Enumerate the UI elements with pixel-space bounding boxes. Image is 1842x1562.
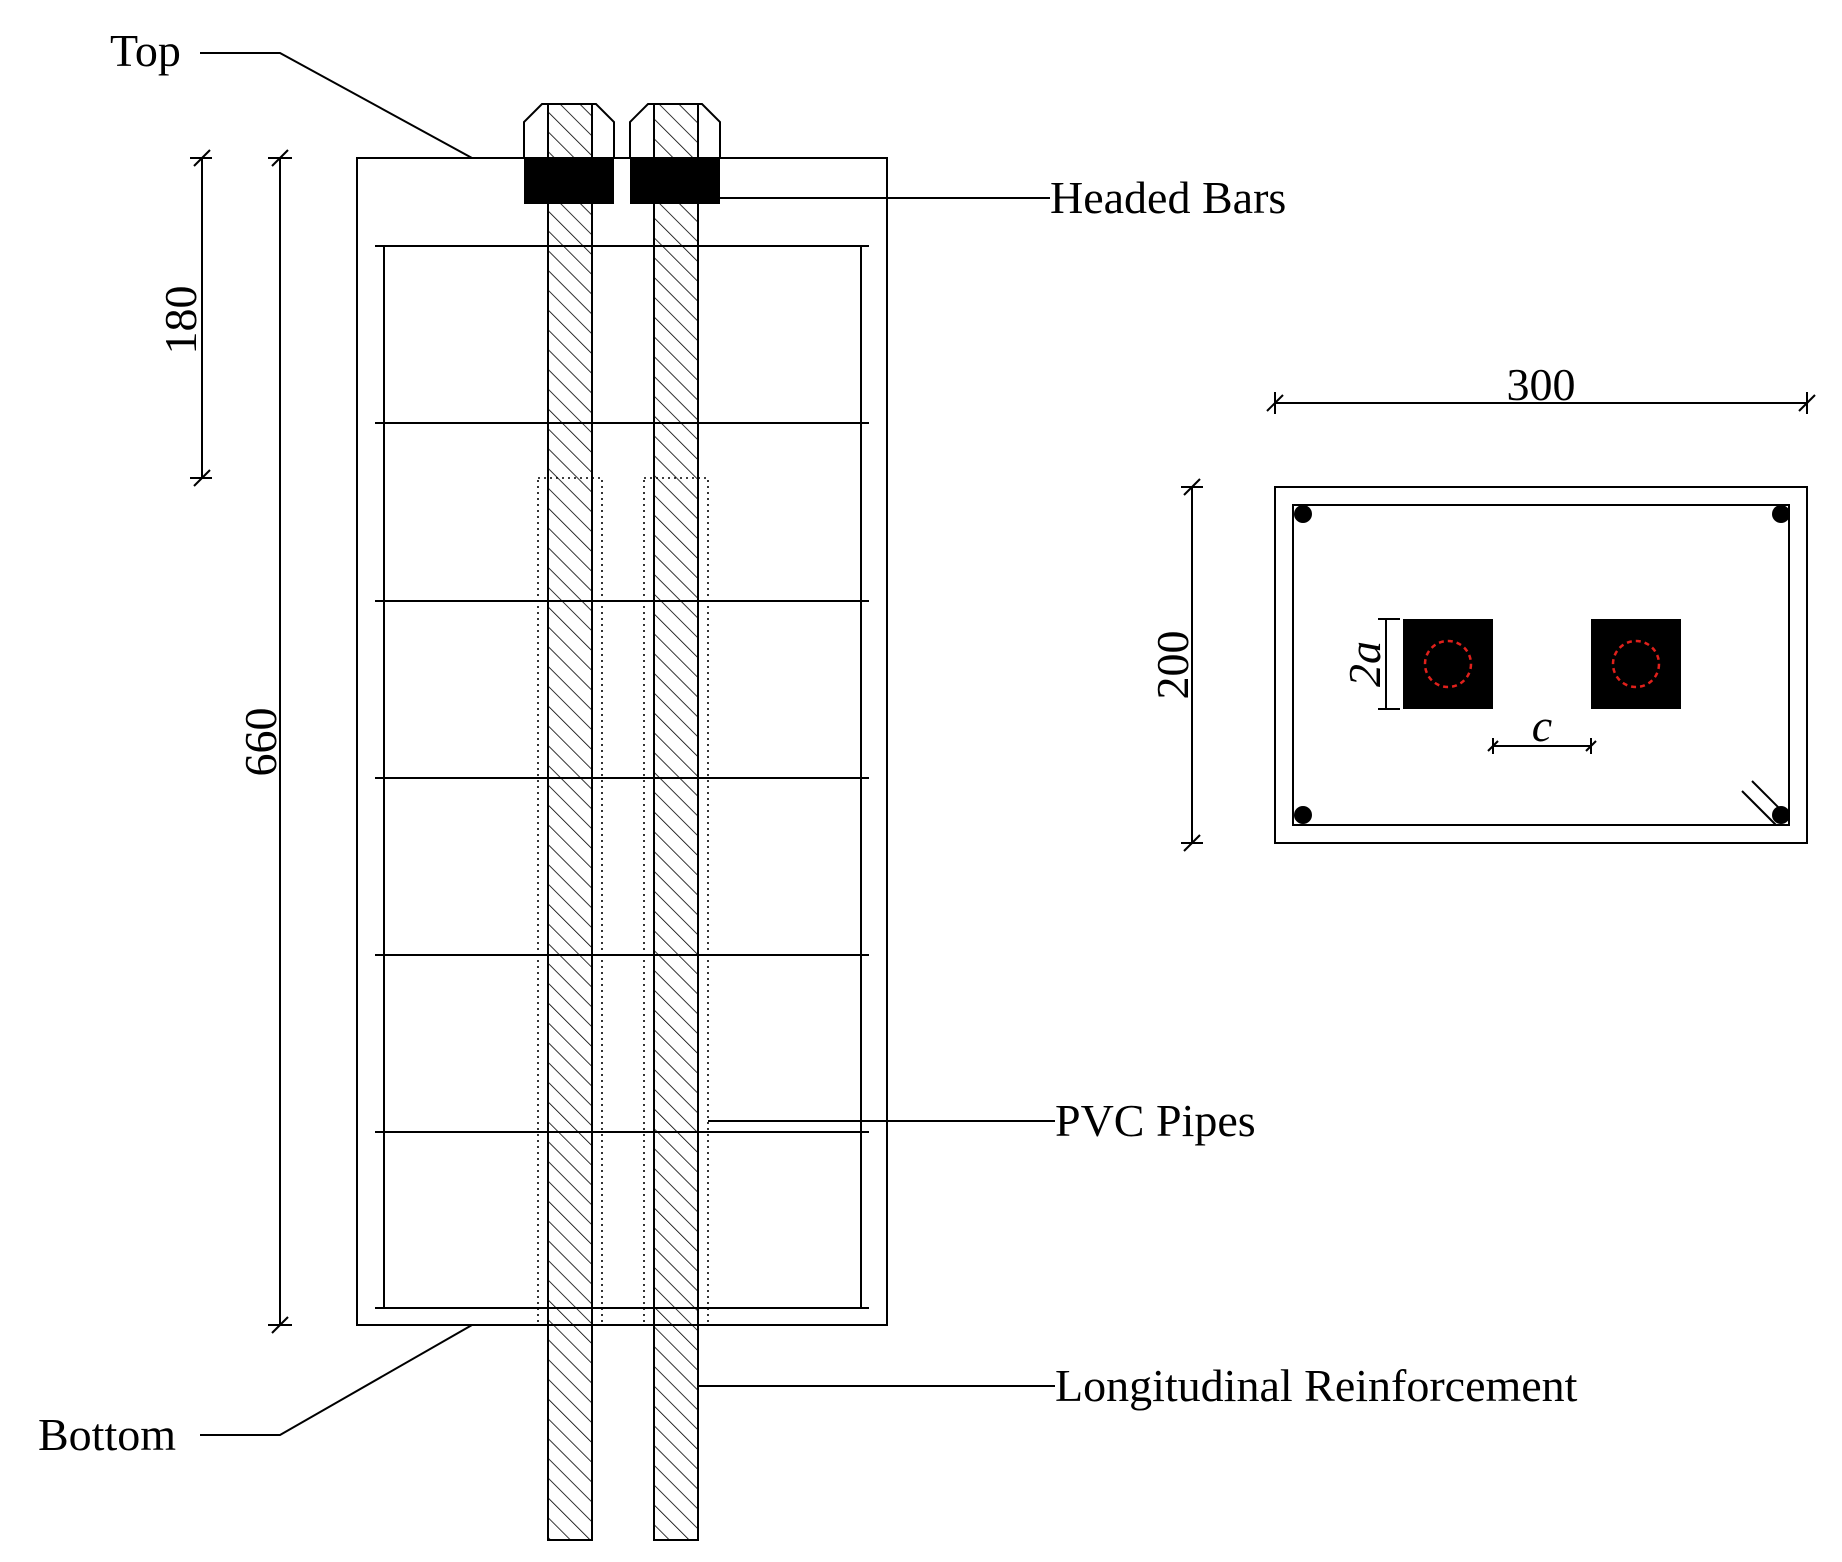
headed-bar-left [523, 103, 615, 1541]
dimension-embedment [190, 149, 212, 487]
dimension-embedment-label: 180 [155, 286, 206, 355]
section-concrete [1274, 486, 1808, 844]
label-bottom: Bottom [38, 1409, 176, 1460]
section-head-left [1403, 619, 1493, 709]
cross-section-view: 300 200 2a c [1147, 359, 1816, 852]
bar-head-right [630, 158, 720, 204]
label-top: Top [110, 25, 181, 76]
dimension-length [268, 149, 292, 1334]
concrete-block [356, 157, 888, 1326]
dimension-spacing [1487, 738, 1597, 754]
dimension-length-label: 660 [235, 708, 286, 777]
elevation-view: 180 660 Top Bottom Headed Bars PVC Pipes… [38, 25, 1578, 1541]
section-head-right [1591, 619, 1681, 709]
bar-circle-left [1423, 639, 1473, 689]
section-stirrup [1292, 504, 1790, 826]
dimension-depth-label: 200 [1147, 631, 1198, 700]
label-longitudinal-reinforcement: Longitudinal Reinforcement [1055, 1360, 1578, 1411]
label-pvc-pipes: PVC Pipes [1055, 1095, 1256, 1146]
headed-bar-right [629, 103, 721, 1541]
dimension-spacing-label: c [1532, 700, 1552, 751]
bar-circle-right [1611, 639, 1661, 689]
dimension-width-label: 300 [1507, 359, 1576, 410]
dimension-depth [1181, 478, 1203, 852]
label-headed-bars: Headed Bars [1050, 172, 1286, 223]
dimension-width [1266, 392, 1816, 414]
bar-head-left [524, 158, 614, 204]
leader-lines [200, 52, 1055, 1436]
stirrups [375, 245, 869, 1309]
dimension-head-size [1378, 618, 1400, 710]
corner-bars [1294, 505, 1790, 824]
dimension-head-size-label: 2a [1339, 641, 1390, 687]
